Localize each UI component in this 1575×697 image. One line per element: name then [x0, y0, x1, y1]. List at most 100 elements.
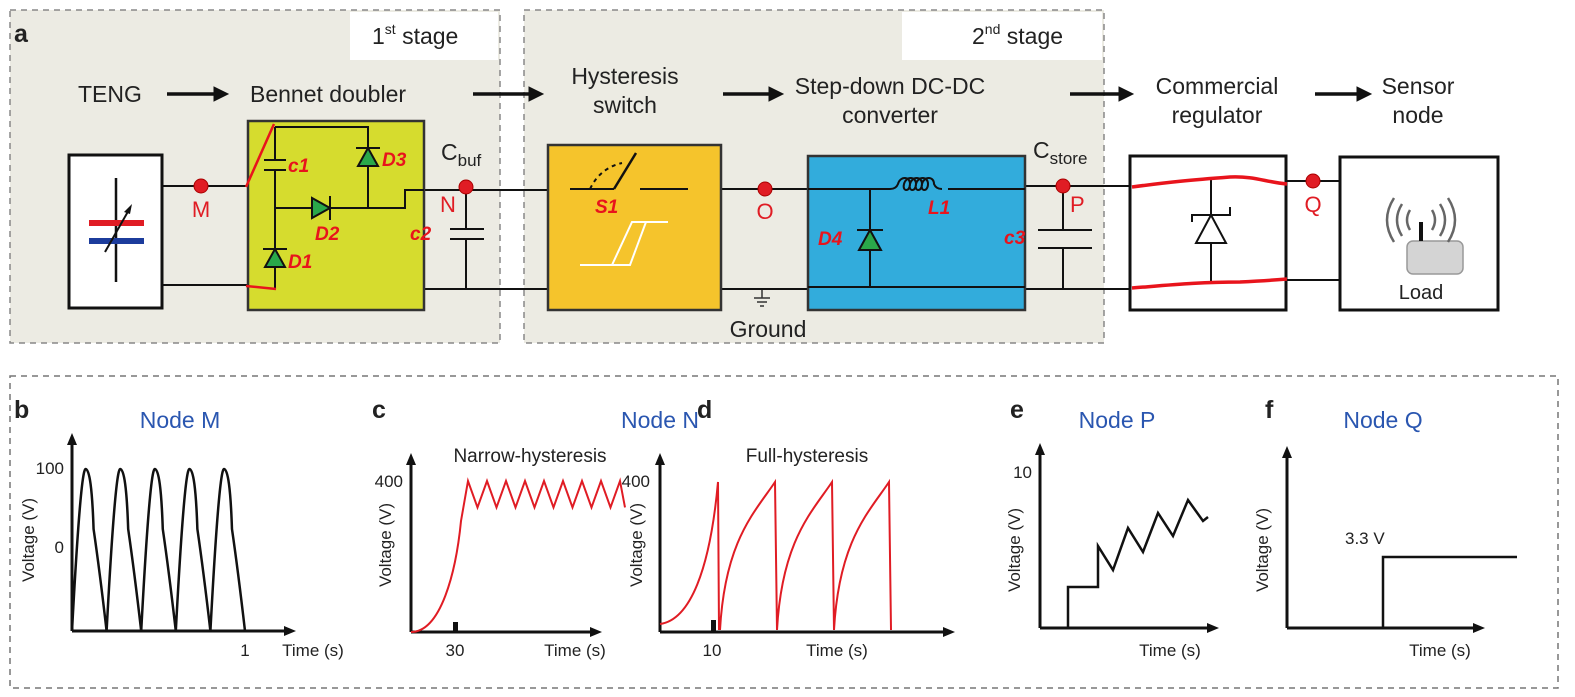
chart-b-ytick: 0: [55, 538, 64, 557]
chart-c-ylabel: Voltage (V): [376, 503, 395, 587]
node-q-label: Q: [1304, 192, 1321, 217]
chart-f-title: Node Q: [1343, 407, 1422, 433]
chart-cd-title: Node N: [621, 407, 699, 433]
inductor-icon: [889, 177, 943, 191]
chart-e-title: Node P: [1079, 407, 1156, 433]
hysteresis-switch-block: S1: [546, 143, 723, 312]
hyst-label-1: Hysteresis: [571, 63, 678, 89]
flow-arrows: [167, 86, 1373, 102]
regulator-label-1: Commercial: [1156, 73, 1279, 99]
annotation-d2: D2: [315, 224, 340, 245]
stage1-label-bg: [350, 12, 498, 60]
panel-letter-d: d: [697, 396, 712, 424]
annotation-c1: c1: [288, 156, 309, 177]
regulator-block: [1128, 154, 1288, 312]
chart-d-subtitle: Full-hysteresis: [746, 446, 868, 467]
chart-f-ylabel: Voltage (V): [1253, 508, 1272, 592]
cbuf-capacitor: [450, 188, 484, 289]
node-o-dot: [757, 181, 773, 197]
chart-f: f Node Q Time (s) Voltage (V) 3.3 V: [1253, 396, 1517, 660]
switch-icon: [612, 152, 638, 190]
teng-label: TENG: [78, 81, 142, 107]
arrow-icon: [723, 86, 785, 102]
ground-label: Ground: [730, 316, 807, 342]
regulator-label-2: regulator: [1172, 102, 1263, 128]
panel-letter-c: c: [372, 396, 386, 424]
chart-d-xtick: 10: [703, 641, 722, 660]
panel-letter-e: e: [1010, 396, 1024, 424]
bennet-doubler-block: c1 D3 D2 D1 c2: [244, 119, 432, 312]
chart-b-series-line: [70, 467, 247, 632]
node-n-dot: [458, 179, 474, 195]
variable-capacitor-icon: [89, 178, 144, 282]
stage2-label-bg: [902, 12, 1102, 60]
chart-e-ylabel: Voltage (V): [1005, 508, 1024, 592]
chart-b-ytick: 100: [36, 459, 64, 478]
hysteresis-loop-icon: [580, 221, 668, 266]
panel-letter-f: f: [1265, 396, 1274, 424]
diode-d4-icon: [857, 227, 883, 251]
sensor-label-2: node: [1392, 102, 1443, 128]
chart-f-annotation: 3.3 V: [1345, 529, 1385, 548]
chart-d-ylabel: Voltage (V): [627, 503, 646, 587]
stepdown-converter-block: D4 L1 c3: [806, 154, 1027, 312]
chart-e-xlabel: Time (s): [1139, 641, 1201, 660]
sensor-node-block: Load: [1338, 155, 1500, 312]
diode-d2-icon: [311, 196, 333, 220]
annotation-d3: D3: [382, 150, 407, 171]
chart-b: b Node M 100 0 1 Time (s) Voltage (V): [14, 396, 344, 660]
cstore-label: Cstore: [1033, 137, 1087, 168]
annotation-l1: L1: [928, 198, 950, 219]
chart-e-series-line: [1040, 497, 1209, 630]
chart-d-series-line: [659, 478, 892, 631]
hyst-label-2: switch: [593, 92, 657, 118]
chart-b-xlabel: Time (s): [282, 641, 344, 660]
chart-c-series-line: [410, 477, 626, 633]
panel-letter-b: b: [14, 396, 29, 424]
teng-block: [67, 153, 164, 310]
arrow-icon: [167, 86, 230, 102]
ground-icon: [754, 290, 770, 307]
node-m-label: M: [192, 197, 210, 222]
node-n-label: N: [440, 192, 456, 217]
charts-region: [9, 375, 1559, 689]
load-label: Load: [1399, 282, 1444, 304]
chart-c-ytick: 400: [375, 472, 403, 491]
chart-c-subtitle: Narrow-hysteresis: [453, 446, 606, 467]
stepdown-label-2: converter: [842, 102, 938, 128]
chart-e: e Node P 10 Time (s) Voltage (V): [1005, 396, 1219, 660]
diode-d1-icon: [263, 246, 287, 268]
cbuf-label: Cbuf: [441, 139, 482, 170]
chart-d-ytick: 400: [622, 472, 650, 491]
arrow-icon: [1070, 86, 1135, 102]
stage1-label: 1st stage: [372, 21, 458, 49]
sensor-label-1: Sensor: [1382, 73, 1455, 99]
chart-b-xtick: 1: [240, 641, 249, 660]
annotation-c3: c3: [1004, 228, 1026, 249]
annotation-s1: S1: [595, 197, 618, 218]
chart-f-series-line: [1287, 555, 1517, 630]
chart-c-xlabel: Time (s): [544, 641, 606, 660]
chart-b-ylabel: Voltage (V): [19, 498, 38, 582]
node-q-dot: [1305, 173, 1321, 189]
node-o-label: O: [756, 199, 773, 224]
chart-c: c Node N Narrow-hysteresis 400 30 Time (…: [372, 396, 699, 660]
arrow-icon: [473, 86, 545, 102]
chart-d-xlabel: Time (s): [806, 641, 868, 660]
chart-e-ytick: 10: [1013, 463, 1032, 482]
node-p-label: P: [1070, 192, 1085, 217]
stepdown-label-1: Step-down DC-DC: [795, 73, 985, 99]
arrow-icon: [1315, 86, 1373, 102]
chart-d: d Full-hysteresis 400 10 Time (s) Voltag…: [622, 396, 955, 660]
chart-b-title: Node M: [140, 407, 221, 433]
annotation-c2: c2: [410, 224, 432, 245]
annotation-d1: D1: [288, 252, 312, 273]
bennet-label: Bennet doubler: [250, 81, 406, 107]
node-m-dot: [193, 178, 209, 194]
stage2-label: 2nd stage: [972, 21, 1063, 49]
node-p-dot: [1055, 178, 1071, 194]
zener-diode-icon: [1194, 212, 1228, 244]
panel-letter-a: a: [14, 20, 29, 48]
chart-f-xlabel: Time (s): [1409, 641, 1471, 660]
